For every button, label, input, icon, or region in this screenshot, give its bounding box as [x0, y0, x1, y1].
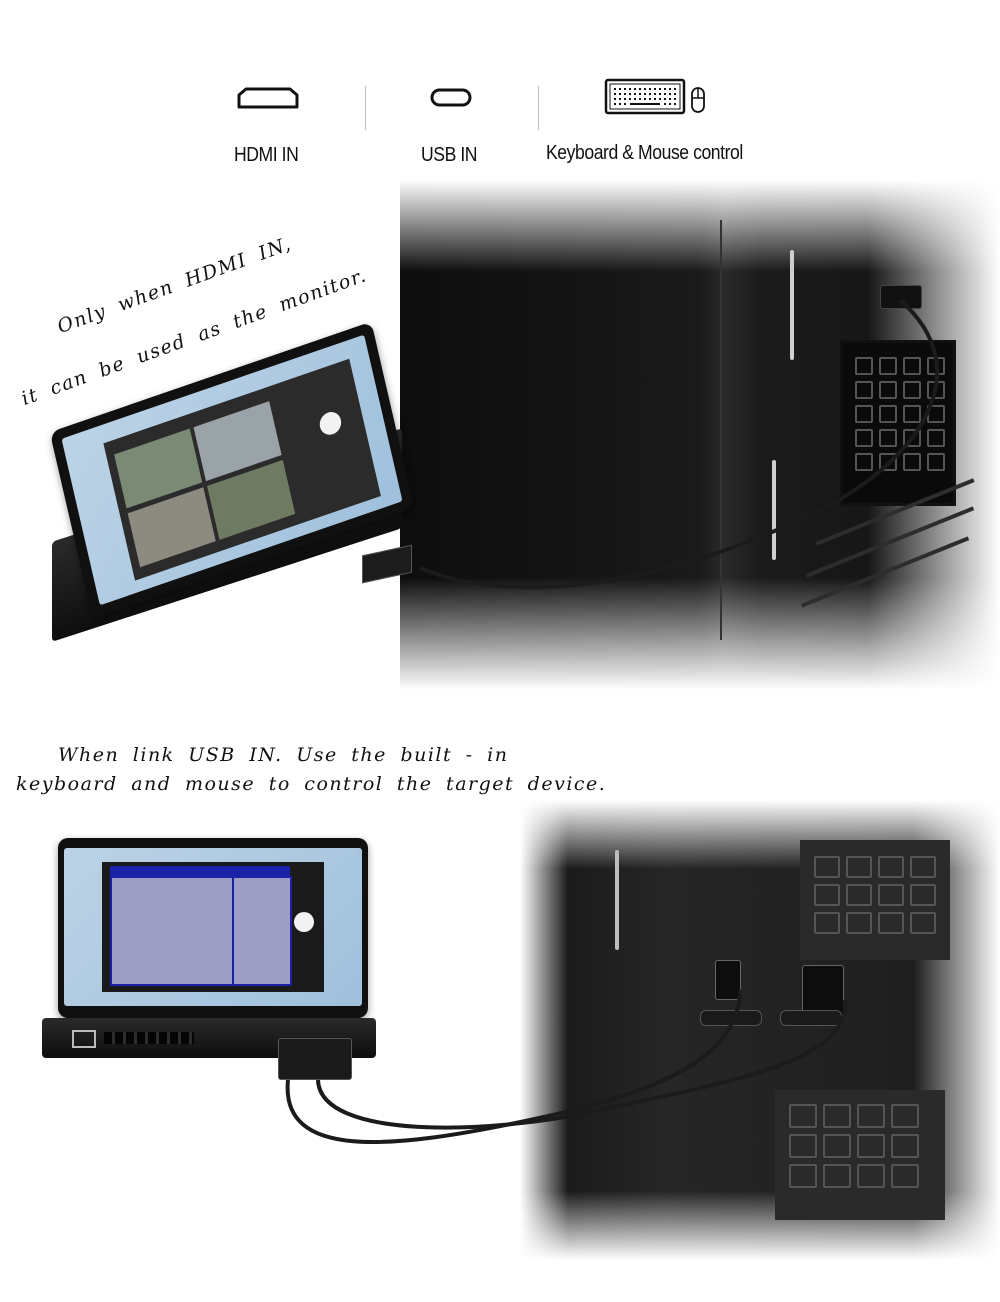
vent-slots — [104, 1032, 194, 1044]
usb-caption-line1: When link USB IN. Use the built - in — [58, 744, 509, 766]
feature-keyboard-mouse-label: Keyboard & Mouse control — [546, 142, 743, 164]
bios-help-panel — [232, 876, 292, 986]
hdmi-cable — [419, 298, 940, 590]
desktop-screen — [64, 848, 362, 1006]
divider — [538, 86, 539, 130]
usb-adapter — [278, 1038, 352, 1080]
feature-hdmi-label: HDMI IN — [234, 144, 299, 166]
pc-tower-image — [400, 180, 1000, 690]
desktop-screen — [61, 334, 403, 606]
hdmi-port-icon — [237, 87, 299, 109]
bios-window — [102, 862, 324, 992]
keyboard-mouse-icon — [604, 78, 705, 115]
bios-main-panel — [110, 876, 234, 986]
hdmi-adapter — [362, 544, 412, 584]
mini-laptop-hdmi — [49, 321, 415, 655]
usb-cables — [285, 989, 848, 1145]
feature-usb — [430, 88, 472, 113]
usb-c-port-icon — [430, 88, 472, 107]
feature-usb-label: USB IN — [421, 144, 478, 166]
feature-hdmi — [236, 86, 300, 115]
mini-laptop-usb — [42, 838, 382, 1088]
usb-caption-line2: keyboard and mouse to control the target… — [16, 773, 607, 795]
divider — [365, 86, 366, 130]
pc-tower-image — [520, 800, 1000, 1260]
laptop-display — [58, 838, 368, 1018]
ethernet-port — [72, 1030, 96, 1048]
feature-keyboard-mouse — [604, 78, 710, 123]
